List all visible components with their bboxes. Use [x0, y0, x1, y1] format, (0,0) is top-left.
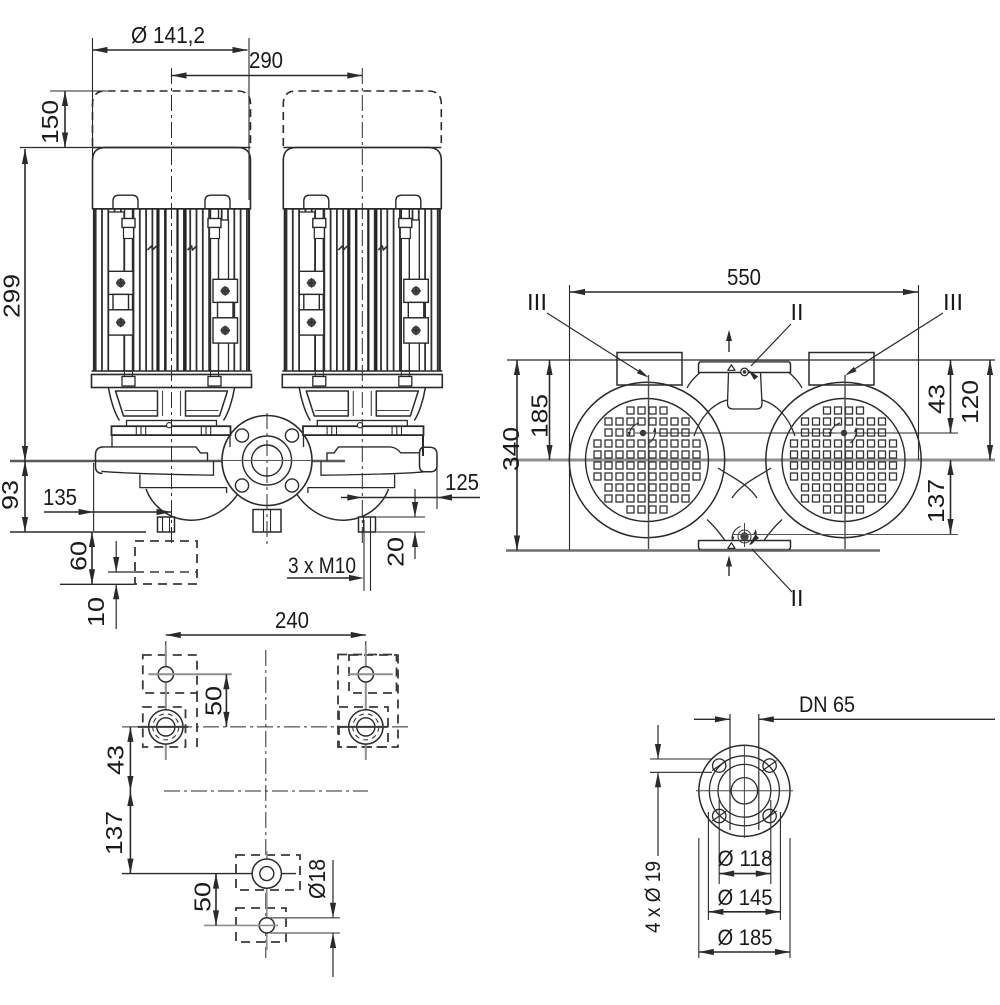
svg-text:3 x M10: 3 x M10	[288, 553, 356, 578]
svg-text:135: 135	[43, 484, 77, 510]
svg-text:20: 20	[383, 537, 409, 567]
svg-text:Ø18: Ø18	[304, 859, 330, 899]
svg-text:II: II	[791, 585, 804, 611]
svg-text:Ø 185: Ø 185	[718, 925, 773, 950]
svg-text:4 x Ø 19: 4 x Ø 19	[642, 861, 665, 933]
svg-text:10: 10	[83, 597, 109, 627]
svg-text:120: 120	[957, 380, 983, 424]
svg-text:137: 137	[101, 811, 127, 855]
svg-text:III: III	[527, 289, 547, 315]
svg-text:125: 125	[445, 469, 479, 495]
svg-text:43: 43	[924, 384, 950, 414]
svg-text:185: 185	[527, 394, 553, 438]
svg-text:150: 150	[37, 100, 63, 144]
svg-text:60: 60	[66, 541, 92, 571]
svg-text:93: 93	[0, 480, 23, 510]
svg-text:DN 65: DN 65	[799, 692, 855, 717]
svg-text:550: 550	[727, 264, 761, 290]
svg-text:50: 50	[190, 882, 216, 912]
svg-text:240: 240	[275, 607, 309, 633]
svg-text:III: III	[943, 289, 963, 315]
svg-text:290: 290	[249, 47, 283, 73]
svg-text:Ø 141,2: Ø 141,2	[131, 22, 205, 48]
svg-text:Ø 145: Ø 145	[718, 885, 773, 910]
svg-text:II: II	[791, 299, 804, 325]
svg-text:50: 50	[201, 686, 227, 716]
svg-text:299: 299	[0, 274, 25, 318]
svg-text:Ø 118: Ø 118	[718, 846, 773, 871]
svg-text:137: 137	[923, 479, 949, 523]
svg-text:43: 43	[103, 745, 129, 775]
svg-text:340: 340	[498, 427, 524, 471]
